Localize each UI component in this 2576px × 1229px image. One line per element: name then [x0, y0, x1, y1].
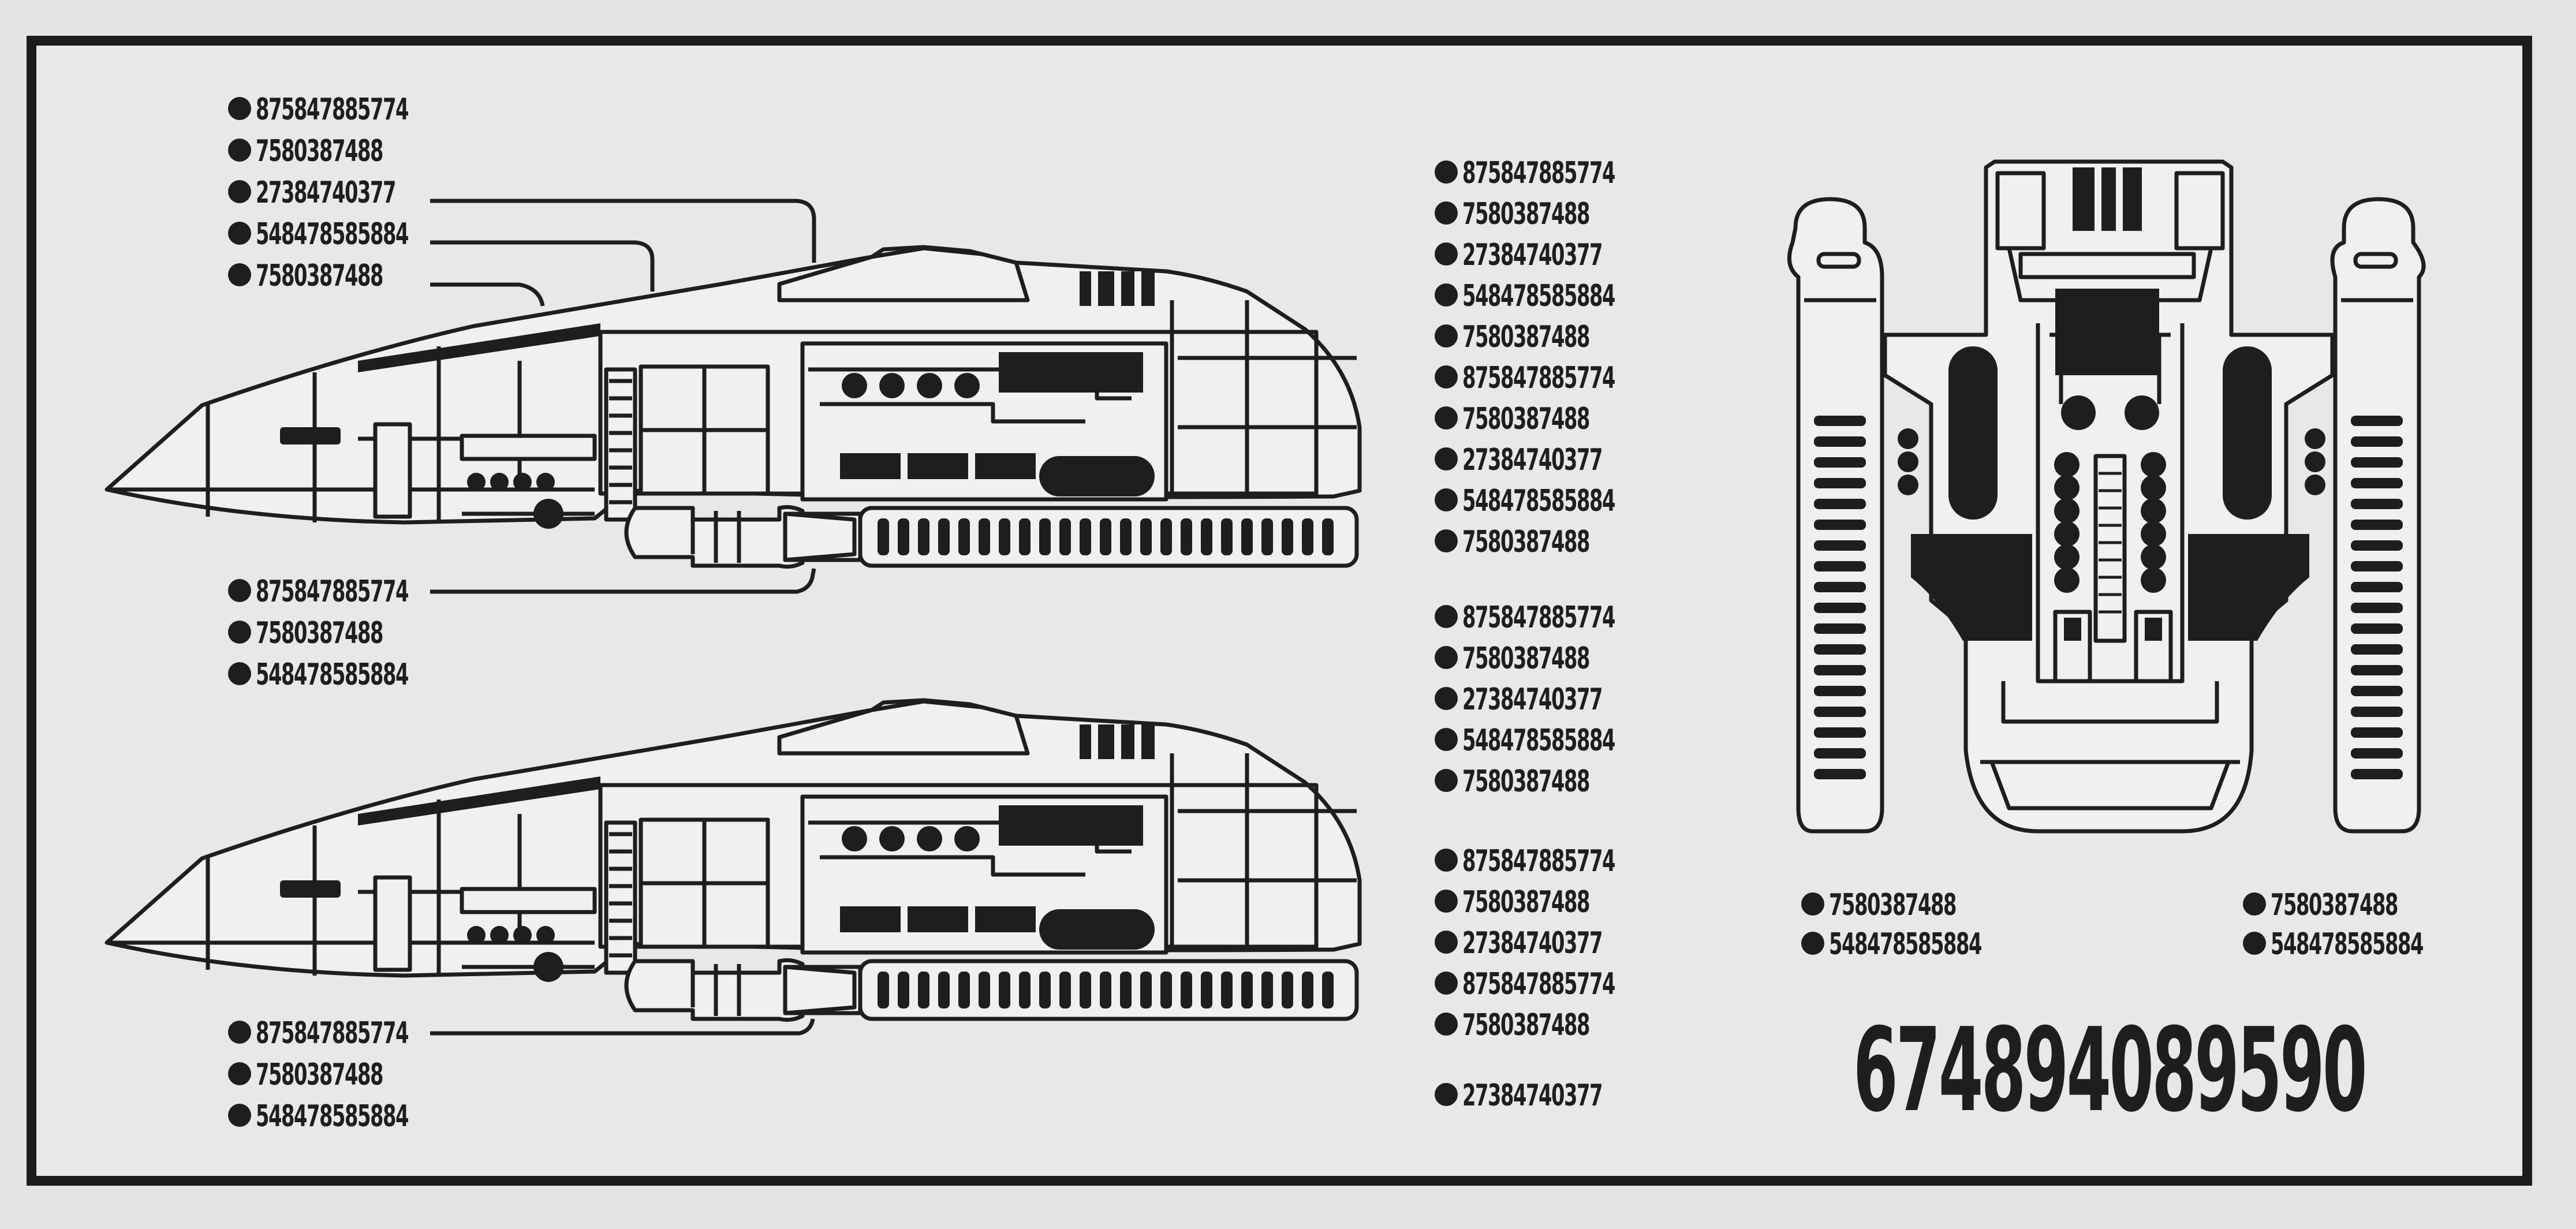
bullet-dot [1435, 488, 1458, 511]
bullet-dot [1435, 447, 1458, 470]
bullet-dot [228, 579, 251, 602]
bullet-dot [228, 139, 251, 162]
bullet-dot [1435, 1013, 1458, 1036]
bullet-dot [1435, 769, 1458, 792]
bullet-dot [228, 97, 251, 120]
bullet-dot [228, 1062, 251, 1085]
bullet-dot [1435, 605, 1458, 628]
bullet-dot [2243, 892, 2266, 916]
bullet-dot [1435, 201, 1458, 225]
bullet-dot [1435, 1083, 1458, 1106]
bullet-dot [1435, 646, 1458, 669]
bullet-dot [228, 1021, 251, 1044]
bullet-dot [1435, 849, 1458, 872]
bullet-dot [1435, 687, 1458, 710]
bullet-dot [228, 662, 251, 685]
bullet-dot [228, 1104, 251, 1127]
bullet-dot [1435, 406, 1458, 429]
bullet-dot [228, 263, 251, 286]
bullet-dot [1435, 160, 1458, 184]
bullet-dot [1435, 242, 1458, 266]
bullet-dot [1435, 529, 1458, 552]
bullet-dot [228, 621, 251, 644]
bullet-dot [1435, 931, 1458, 954]
registry-number: 674894089590 [1853, 1003, 2368, 1138]
bullet-dot [1435, 365, 1458, 389]
bullet-dot [1801, 932, 1824, 955]
leader-lines-upper [430, 199, 816, 1036]
bullet-dot [1435, 972, 1458, 995]
top-view [1787, 159, 2426, 834]
bullet-dot [1435, 283, 1458, 307]
bullet-dot [2243, 932, 2266, 955]
bullet-dot [228, 222, 251, 245]
side-view-lower [107, 700, 1360, 1020]
bullet-dot [1435, 890, 1458, 913]
side-view-upper [107, 247, 1360, 567]
bullet-dot [1435, 324, 1458, 348]
bullet-dot [228, 180, 251, 203]
bullet-dot [1801, 892, 1824, 916]
bullet-dot [1435, 728, 1458, 751]
